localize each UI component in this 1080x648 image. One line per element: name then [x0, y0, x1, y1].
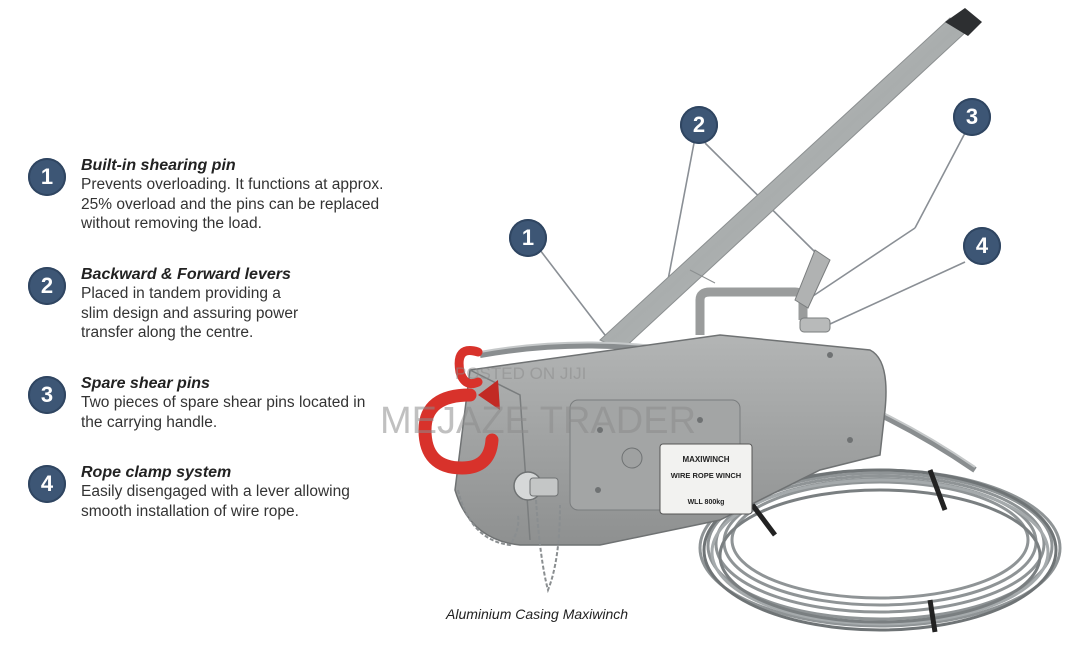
feature-2-badge: 2	[28, 267, 66, 305]
red-hook	[418, 346, 500, 475]
feature-1-title: Built-in shearing pin	[81, 157, 236, 174]
handle-pipe	[599, 8, 982, 351]
feature-3-body: Two pieces of spare shear pins located i…	[81, 394, 366, 431]
leader-lines	[539, 132, 966, 336]
rope-coil	[698, 468, 1062, 632]
feature-4-title: Rope clamp system	[81, 464, 232, 481]
callout-4: 4	[963, 227, 1001, 265]
feature-2-body: Placed in tandem providing a slim design…	[81, 285, 299, 341]
callout-2: 2	[680, 106, 718, 144]
callout-3: 3	[953, 98, 991, 136]
feature-4-badge: 4	[28, 465, 66, 503]
shaft-pin	[513, 471, 559, 501]
callout-1: 1	[509, 219, 547, 257]
feature-2-title: Backward & Forward levers	[81, 266, 291, 283]
label-line2: WLL 800kg	[688, 499, 725, 506]
chains	[457, 489, 561, 594]
image-caption: Aluminium Casing Maxiwinch	[446, 606, 629, 622]
feature-1-body: Prevents overloading. It functions at ap…	[81, 176, 384, 232]
product-label: MAXIWINCH WIRE ROPE WINCH WLL 800kg	[659, 443, 753, 515]
feature-1-badge: 1	[28, 158, 66, 196]
feature-3-badge: 3	[28, 376, 66, 414]
winch-illustration: MAXIWINCH WIRE ROPE WINCH WLL 800kg	[418, 8, 1062, 633]
label-line1: WIRE ROPE WINCH	[671, 471, 741, 480]
feature-3-title: Spare shear pins	[81, 375, 210, 392]
label-brand: MAXIWINCH	[682, 455, 729, 464]
feature-4-body: Easily disengaged with a lever allowing …	[81, 483, 350, 520]
